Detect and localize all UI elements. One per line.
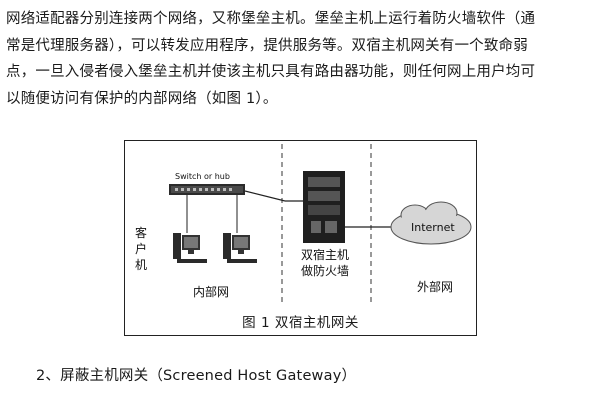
external-network-label: 外部网 — [417, 279, 453, 294]
internet-label: Internet — [411, 221, 455, 234]
paragraph-line: 常是代理服务器），可以转发应用程序，提供服务等。双宿主机网关有一个致命弱 — [6, 37, 528, 54]
host-label-line1: 双宿主机 — [301, 247, 349, 262]
link-switch-host — [244, 190, 286, 202]
figure-dual-homed-gateway: Switch or hub 客 户 机 内部网 — [124, 140, 477, 336]
cloud-icon — [390, 201, 472, 245]
network-diagram: Switch or hub 客 户 机 内部网 — [135, 144, 472, 306]
paragraph-line: 点，一旦入侵者侵入堡垒主机并使该主机只具有路由器功能，则任何网上用户均可 — [6, 64, 536, 80]
section-heading: 2、屏蔽主机网关（Screened Host Gateway） — [36, 368, 357, 384]
internal-network-label: 内部网 — [193, 284, 229, 299]
figure-caption: 图 1 双宿主机网关 — [242, 315, 359, 331]
paragraph-line: 以随便访问有保护的内部网络（如图 1）。 — [6, 90, 278, 107]
switch-icon — [169, 184, 245, 195]
host-label-line2: 做防火墙 — [301, 263, 349, 278]
desktop-computer-icon — [173, 233, 207, 263]
server-tower-icon — [303, 171, 345, 243]
body-paragraph: 网络适配器分别连接两个网络，又称堡垒主机。堡垒主机上运行着防火墙软件（通 常是代… — [6, 6, 594, 112]
clients-label: 客 户 机 — [135, 225, 151, 272]
desktop-computer-icon — [223, 233, 257, 263]
switch-label: Switch or hub — [175, 172, 230, 181]
paragraph-line: 网络适配器分别连接两个网络，又称堡垒主机。堡垒主机上运行着防火墙软件（通 — [6, 11, 536, 27]
